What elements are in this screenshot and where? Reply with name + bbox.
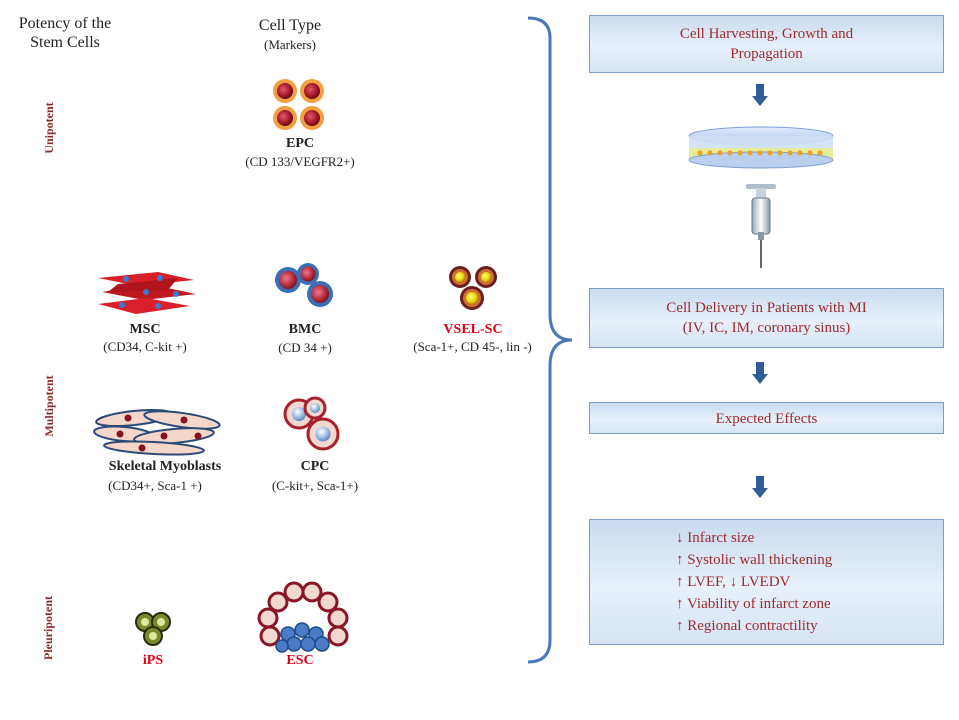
- msc-cell-illustration: [98, 272, 196, 314]
- harvest-line1: Cell Harvesting, Growth and: [679, 26, 854, 42]
- potency-header: Potency of the Stem Cells: [5, 14, 125, 52]
- delivery-line1: Cell Delivery in Patients with MI: [666, 300, 867, 316]
- down-arrow-icon: [752, 362, 768, 384]
- delivery-box: Cell Delivery in Patients with MI (IV, I…: [589, 288, 944, 348]
- cpc-name: CPC: [300, 459, 330, 474]
- unipotent-label: Unipotent: [42, 102, 56, 154]
- expected-effects-box: Expected Effects: [589, 402, 944, 434]
- pleuripotent-label: Pleuripotent: [41, 596, 55, 660]
- markers-subtitle: (Markers): [264, 37, 316, 52]
- effect-item: ↑ LVEF, ↓ LVEDV: [676, 574, 791, 590]
- epc-markers: (CD 133/VEGFR2+): [245, 154, 355, 169]
- down-arrow-icon: [752, 476, 768, 498]
- epc-name: EPC: [286, 136, 314, 151]
- cpc-cell-illustration: [283, 396, 340, 451]
- effect-item: ↑ Regional contractility: [676, 618, 818, 634]
- effect-item: ↓ Infarct size: [676, 530, 755, 546]
- myoblasts-name: Skeletal Myoblasts: [108, 459, 222, 474]
- bmc-name: BMC: [288, 322, 322, 337]
- vsel-cell-illustration: [449, 266, 497, 310]
- myoblasts-markers: (CD34+, Sca-1 +): [108, 478, 202, 493]
- epc-cell-illustration: [273, 79, 324, 130]
- bmc-cell-illustration: [275, 263, 333, 307]
- msc-markers: (CD34, C-kit +): [103, 339, 187, 354]
- harvest-box: Cell Harvesting, Growth and Propagation: [589, 15, 944, 73]
- vsel-name: VSEL-SC: [443, 322, 503, 337]
- harvest-line2: Propagation: [730, 46, 803, 62]
- ips-cell-illustration: [135, 612, 171, 646]
- cell-type-title: Cell Type: [258, 17, 322, 34]
- effect-item: ↑ Viability of infarct zone: [676, 596, 831, 612]
- petri-dish-syringe-illustration: [688, 126, 834, 268]
- expected-effects-label: Expected Effects: [715, 411, 818, 427]
- esc-name: ESC: [286, 653, 314, 668]
- potency-header-line2: Stem Cells: [30, 34, 100, 51]
- grouping-brace: [527, 16, 573, 664]
- vsel-markers: (Sca-1+, CD 45-, lin -): [413, 339, 532, 354]
- potency-header-line1: Potency of the: [18, 15, 112, 32]
- esc-cell-illustration: [257, 581, 349, 653]
- ips-name: iPS: [142, 653, 164, 668]
- cell-type-header: Cell Type (Markers): [230, 16, 350, 54]
- myoblasts-cell-illustration: [93, 408, 221, 456]
- msc-name: MSC: [129, 322, 161, 337]
- effect-item: ↑ Systolic wall thickening: [676, 552, 833, 568]
- multipotent-label: Multipotent: [42, 375, 56, 437]
- cpc-markers: (C-kit+, Sca-1+): [271, 478, 359, 493]
- down-arrow-icon: [752, 84, 768, 106]
- effects-list-box: ↓ Infarct size ↑ Systolic wall thickenin…: [589, 519, 944, 645]
- bmc-markers: (CD 34 +): [278, 340, 332, 355]
- delivery-line2: (IV, IC, IM, coronary sinus): [682, 320, 851, 336]
